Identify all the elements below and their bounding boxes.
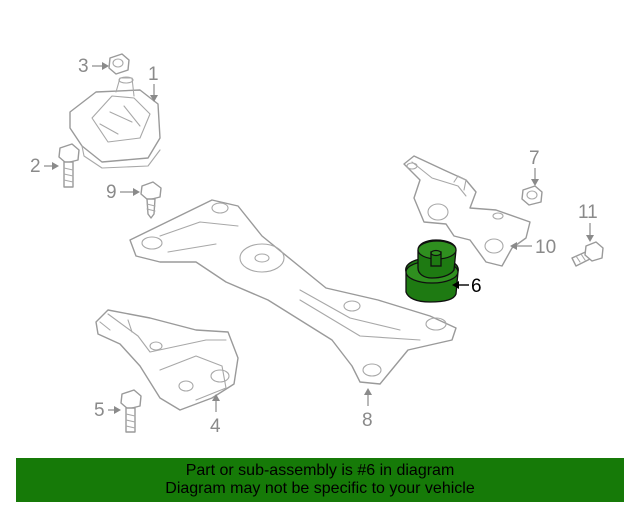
callout-5: 5	[94, 400, 121, 421]
callout-label-10: 10	[535, 237, 556, 258]
part-7-nut	[521, 185, 543, 206]
part-8-crossmember	[129, 199, 457, 385]
callout-8: 8	[362, 388, 373, 431]
part-5-bolt	[120, 389, 142, 433]
part-info-banner: Part or sub-assembly is #6 in diagram Di…	[16, 458, 624, 502]
part-6-transmission-mount	[405, 239, 459, 303]
callout-2: 2	[30, 156, 59, 177]
callout-label-11: 11	[578, 202, 598, 223]
banner-line-2: Diagram may not be specific to your vehi…	[165, 480, 475, 497]
callout-label-4: 4	[210, 416, 221, 437]
part-9-bolt	[140, 181, 162, 219]
part-2-bolt	[58, 143, 80, 188]
callout-label-6: 6	[471, 276, 482, 297]
callout-4: 4	[210, 394, 221, 437]
callout-label-3: 3	[78, 56, 89, 77]
callout-3: 3	[78, 56, 109, 77]
callout-11: 11	[578, 202, 598, 242]
callout-label-8: 8	[362, 410, 373, 431]
part-4-bracket	[95, 309, 239, 411]
callout-6[interactable]: 6	[452, 276, 482, 297]
callout-10: 10	[510, 237, 556, 258]
banner-line-1: Part or sub-assembly is #6 in diagram	[185, 462, 455, 479]
part-1-engine-mount	[69, 76, 161, 169]
callout-label-2: 2	[30, 156, 41, 177]
callout-7: 7	[529, 148, 540, 186]
part-10-mount-bracket	[403, 155, 531, 267]
part-11-bolt	[571, 241, 604, 267]
callout-1: 1	[148, 64, 159, 102]
callout-label-1: 1	[148, 64, 159, 85]
callout-label-9: 9	[106, 182, 117, 203]
callout-label-5: 5	[94, 400, 105, 421]
callout-label-7: 7	[529, 148, 540, 169]
part-3-nut	[108, 53, 130, 75]
callout-9: 9	[106, 182, 140, 203]
